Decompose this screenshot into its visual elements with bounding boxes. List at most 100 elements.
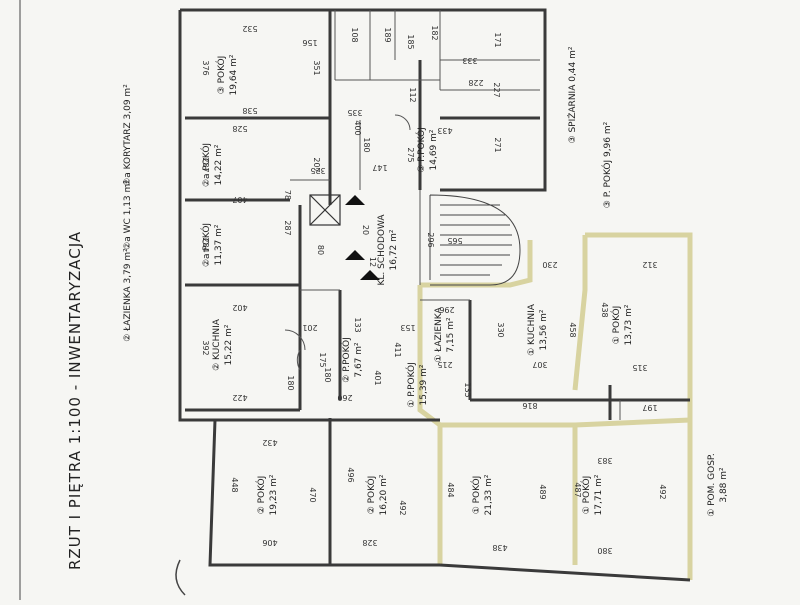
room-area-r10: 13,56 m²: [539, 309, 549, 350]
legend-l4: ③ SPIŻARNIA 0,44 m²: [567, 46, 578, 143]
dimension-d56: 411: [393, 342, 402, 357]
dimension-d23: 487: [573, 482, 582, 497]
room-label-r15: KL. SCHODOWA: [377, 214, 387, 286]
dimension-d59: 307: [532, 360, 547, 369]
dimension-d7: 207: [312, 157, 321, 172]
dimension-d39: 335: [347, 108, 362, 117]
room-label-r4: ② KUCHNIA: [212, 318, 222, 371]
room-area-r14: 14,69 m²: [429, 129, 439, 170]
dimension-d48: 185: [406, 34, 415, 49]
dimension-d15: 470: [308, 487, 317, 502]
legend-l1: ② ŁAZIENKA 3,79 m²: [123, 248, 133, 342]
legend-l3: ②a KORYTARZ 3,09 m²: [123, 84, 133, 186]
room-label-r5: ② POKÓJ: [255, 476, 267, 515]
shaft-symbol: [309, 194, 341, 226]
dimension-d25: 380: [597, 546, 612, 555]
room-label-r6: ② POKÓJ: [365, 476, 377, 515]
dimension-d54: 133: [353, 317, 362, 332]
bay-curve: [175, 559, 186, 596]
room-area-r16: 3,88 m²: [719, 467, 729, 503]
dimension-d64: 180: [323, 367, 332, 382]
dimension-d24: 492: [658, 484, 667, 499]
room-label-r7: ① POKÓJ: [470, 476, 482, 515]
room-area-r15: 16,72 m²: [389, 229, 399, 270]
room-area-r8: 17,71 m²: [594, 474, 604, 515]
door-swings: [284, 114, 411, 371]
dimension-d6: 287: [201, 157, 210, 172]
dimension-d2: 376: [201, 60, 210, 75]
dimension-d66: 80: [316, 245, 325, 255]
dimension-d26: 816: [522, 401, 537, 410]
dimension-d44: 227: [492, 82, 501, 97]
dimension-d20: 484: [446, 482, 455, 497]
room-area-r7: 21,33 m²: [484, 474, 494, 515]
dimension-d12: 422: [232, 393, 247, 402]
room-area-r4: 15,22 m²: [224, 324, 234, 365]
room-area-r1: 19,64 m²: [229, 54, 239, 95]
dimension-d19: 328: [362, 538, 377, 547]
room-label-r13: ② P.POKÓJ: [340, 337, 352, 382]
dimension-d3: 351: [312, 60, 321, 75]
dimension-d40: 400: [353, 120, 362, 135]
interior-lines: [290, 10, 621, 420]
dimension-d67: 287: [283, 220, 292, 235]
dimension-d69: 325: [310, 166, 325, 175]
dimension-d5: 528: [232, 124, 247, 133]
dimension-d49: 182: [430, 25, 439, 40]
room-label-r9: ① POKÓJ: [610, 306, 622, 345]
room-area-r2: 14,22 m²: [214, 144, 224, 185]
dimension-d9: 284: [201, 237, 210, 252]
dimension-d41: 180: [362, 137, 371, 152]
dimension-d31: 230: [542, 260, 557, 269]
dimension-d22: 438: [492, 543, 507, 552]
dimension-d57: 215: [437, 360, 452, 369]
dimension-d18: 492: [398, 500, 407, 515]
dimension-d16: 406: [262, 538, 277, 547]
dimension-d30: 312: [642, 260, 657, 269]
dimension-d61: 197: [642, 403, 657, 412]
dimension-d1: 532: [242, 24, 257, 33]
legend-l5: ③ P. POKÓJ 9,96 m²: [601, 121, 613, 208]
dimension-d53: 201: [302, 323, 317, 332]
dimension-d8: 407: [232, 195, 247, 204]
dimension-d50: 156: [302, 38, 317, 47]
dimension-d71: 20: [361, 225, 370, 235]
dimension-d29: 438: [600, 302, 609, 317]
dimension-d45: 171: [493, 32, 502, 47]
dimension-d55: 153: [400, 323, 415, 332]
dimension-d14: 448: [230, 477, 239, 492]
dimension-d27: 383: [597, 456, 612, 465]
room-area-r9: 13,73 m²: [624, 304, 634, 345]
dimension-d62: 260: [337, 393, 352, 402]
dimension-d38: 275: [406, 147, 415, 162]
room-label-r12: ① P.POKÓJ: [405, 362, 417, 407]
dimension-d28: 458: [568, 322, 577, 337]
dimension-d33: 296: [439, 305, 454, 314]
room-area-r12: 15,39 m²: [419, 364, 429, 405]
legend-l2: ②a WC 1,13 m²: [123, 180, 133, 250]
dimension-d13: 432: [262, 438, 277, 447]
dimension-d34: 565: [447, 236, 462, 245]
dimension-d52: 175: [318, 352, 327, 367]
dimension-d58: 135: [463, 382, 472, 397]
dimension-d36: 433: [437, 126, 452, 135]
room-label-r10: ① KUCHNIA: [527, 303, 537, 356]
room-label-r2: ②a POKÓJ: [200, 143, 212, 187]
room-area-r11: 7,15 m²: [446, 317, 456, 353]
dimension-d32: 330: [496, 322, 505, 337]
staircase: [429, 194, 521, 286]
room-area-r3: 11,37 m²: [214, 224, 224, 265]
dimension-d60: 315: [632, 363, 647, 372]
dimension-d35: 296: [426, 232, 435, 247]
dimension-d72: 12: [368, 257, 377, 267]
dimension-d37: 271: [493, 137, 502, 152]
dimension-d42: 333: [462, 56, 477, 65]
room-label-r14: ③ P.POKÓJ: [415, 127, 427, 172]
room-label-r3: ②a POKÓJ: [200, 223, 212, 267]
